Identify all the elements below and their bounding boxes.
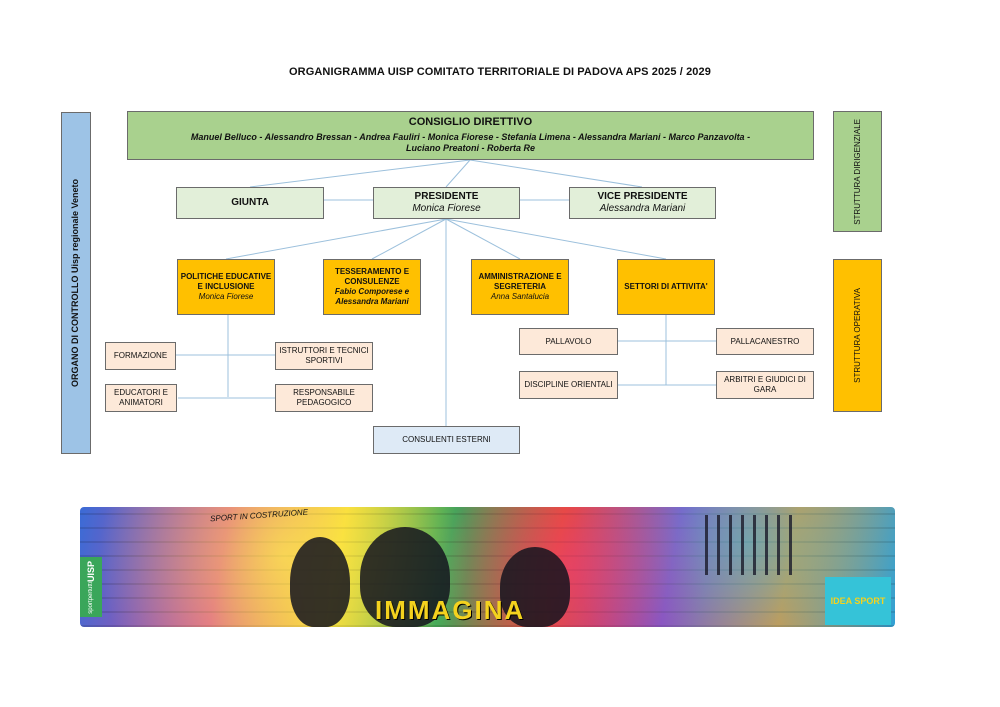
amministrazione-name: Anna Santalucia (490, 292, 550, 301)
pallavolo-label: PALLAVOLO (545, 336, 592, 346)
struttura-operativa: STRUTTURA OPERATIVA (833, 259, 882, 412)
consiglio-members-line1: Manuel Belluco - Alessandro Bressan - An… (190, 132, 751, 143)
consiglio-members-line2: Luciano Preatoni - Roberta Re (405, 143, 536, 154)
window-grate (705, 515, 795, 575)
pallacanestro-label: PALLACANESTRO (730, 336, 800, 346)
politiche-line1: POLITICHE EDUCATIVE (180, 272, 272, 281)
tesseramento-line2: CONSULENZE (344, 277, 400, 286)
istruttori-line1: ISTRUTTORI E TECNICI (279, 346, 369, 355)
wall-text-immagina: IMMAGINA (375, 595, 526, 625)
vice-role: VICE PRESIDENTE (597, 190, 688, 202)
giunta-box: GIUNTA (176, 187, 324, 219)
graffiti-banner: UISP sportpertutti SPORT IN COSTRUZIONE … (80, 507, 895, 627)
corner-sign: IDEA SPORT (825, 577, 891, 625)
istruttori-line2: SPORTIVI (305, 356, 343, 365)
struttura-operativa-label: STRUTTURA OPERATIVA (852, 288, 862, 383)
vice-presidente-box: VICE PRESIDENTE Alessandra Mariani (569, 187, 716, 219)
child-silhouette-center (360, 527, 450, 627)
consulenti-label: CONSULENTI ESTERNI (402, 435, 491, 444)
organo-label: ORGANO DI CONTROLLO Uisp regionale Venet… (70, 178, 81, 388)
pallacanestro-box: PALLACANESTRO (716, 328, 814, 355)
uisp-logo-sub: sportpertutti (88, 581, 94, 614)
formazione-box: FORMAZIONE (105, 342, 176, 370)
responsabile-line1: RESPONSABILE (293, 388, 355, 397)
struttura-dirigenziale-label: STRUTTURA DIRIGENZIALE (852, 118, 862, 225)
tesseramento-box: TESSERAMENTO E CONSULENZE Fabio Compores… (323, 259, 421, 315)
struttura-dirigenziale: STRUTTURA DIRIGENZIALE (833, 111, 882, 232)
child-silhouette-right (500, 547, 570, 627)
uisp-logo-text: UISP (86, 560, 96, 582)
organo-di-controllo: ORGANO DI CONTROLLO Uisp regionale Venet… (61, 112, 91, 454)
istruttori-box: ISTRUTTORI E TECNICI SPORTIVI (275, 342, 373, 370)
vice-name: Alessandra Mariani (599, 203, 686, 214)
connector-presidente-politiche (225, 218, 447, 260)
pallavolo-box: PALLAVOLO (519, 328, 618, 355)
amministrazione-line2: SEGRETERIA (493, 282, 546, 291)
politiche-name: Monica Fiorese (198, 292, 254, 301)
arbitri-line2: GARA (753, 385, 777, 394)
connector-consiglio-vice (469, 159, 643, 188)
educatori-line1: EDUCATORI E (114, 388, 168, 397)
educatori-line2: ANIMATORI (119, 398, 163, 407)
connector-presidente-tesseramento (371, 218, 447, 260)
settori-label: SETTORI DI ATTIVITA' (624, 282, 708, 291)
presidente-role: PRESIDENTE (414, 190, 479, 202)
tesseramento-name2: Alessandra Mariani (335, 297, 409, 306)
responsabile-box: RESPONSABILE PEDAGOGICO (275, 384, 373, 412)
presidente-box: PRESIDENTE Monica Fiorese (373, 187, 520, 219)
connector-presidente-amministrazione (445, 218, 521, 260)
tesseramento-line1: TESSERAMENTO E (334, 267, 410, 276)
presidente-name: Monica Fiorese (412, 203, 481, 214)
amministrazione-line1: AMMINISTRAZIONE E (478, 272, 562, 281)
connector-consiglio-giunta (249, 159, 471, 188)
responsabile-line2: PEDAGOGICO (296, 398, 352, 407)
tesseramento-name1: Fabio Comporese e (334, 287, 410, 296)
consiglio-direttivo: CONSIGLIO DIRETTIVO Manuel Belluco - Ale… (127, 111, 814, 160)
politiche-box: POLITICHE EDUCATIVE E INCLUSIONE Monica … (177, 259, 275, 315)
arbitri-line1: ARBITRI E GIUDICI DI (724, 375, 806, 384)
consulenti-box: CONSULENTI ESTERNI (373, 426, 520, 454)
discipline-label: DISCIPLINE ORIENTALI (524, 380, 613, 389)
connector-presidente-settori (445, 218, 667, 260)
consiglio-heading: CONSIGLIO DIRETTIVO (408, 116, 533, 129)
uisp-logo: UISP sportpertutti (80, 557, 102, 617)
connector-consiglio-presidente (445, 159, 471, 188)
politiche-line2: E INCLUSIONE (197, 282, 255, 291)
discipline-box: DISCIPLINE ORIENTALI (519, 371, 618, 399)
amministrazione-box: AMMINISTRAZIONE E SEGRETERIA Anna Santal… (471, 259, 569, 315)
arbitri-box: ARBITRI E GIUDICI DI GARA (716, 371, 814, 399)
settori-box: SETTORI DI ATTIVITA' (617, 259, 715, 315)
educatori-box: EDUCATORI E ANIMATORI (105, 384, 177, 412)
child-silhouette-left (290, 537, 350, 627)
giunta-label: GIUNTA (231, 196, 269, 208)
formazione-label: FORMAZIONE (113, 351, 168, 360)
page-title: ORGANIGRAMMA UISP COMITATO TERRITORIALE … (289, 66, 711, 78)
